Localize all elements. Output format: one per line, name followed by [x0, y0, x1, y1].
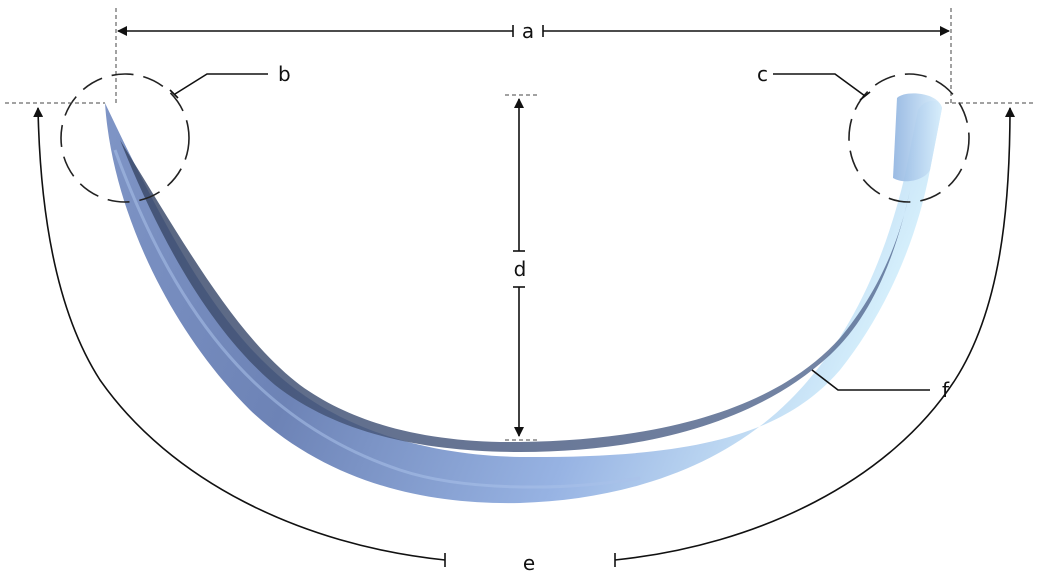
- needle-highlight: [113, 149, 641, 489]
- label-d: d: [514, 257, 527, 281]
- needle-swage-end: [893, 93, 942, 182]
- length-arc-right: [614, 107, 1015, 561]
- swage-callout-circle: [848, 73, 970, 203]
- callout-c: c: [757, 62, 970, 203]
- callout-b: b: [60, 62, 291, 203]
- dimension-a: a: [115, 8, 952, 103]
- label-c: c: [757, 62, 768, 86]
- dimension-d: d: [505, 94, 537, 441]
- label-f: f: [942, 378, 950, 402]
- point-callout-circle: [60, 73, 190, 203]
- label-e: e: [523, 551, 535, 574]
- needle-body: [105, 93, 942, 504]
- length-arc-left: [33, 107, 446, 561]
- callout-f: f: [811, 369, 950, 402]
- label-b: b: [278, 62, 291, 86]
- dimension-e: e: [5, 102, 1035, 574]
- label-a: a: [522, 19, 534, 43]
